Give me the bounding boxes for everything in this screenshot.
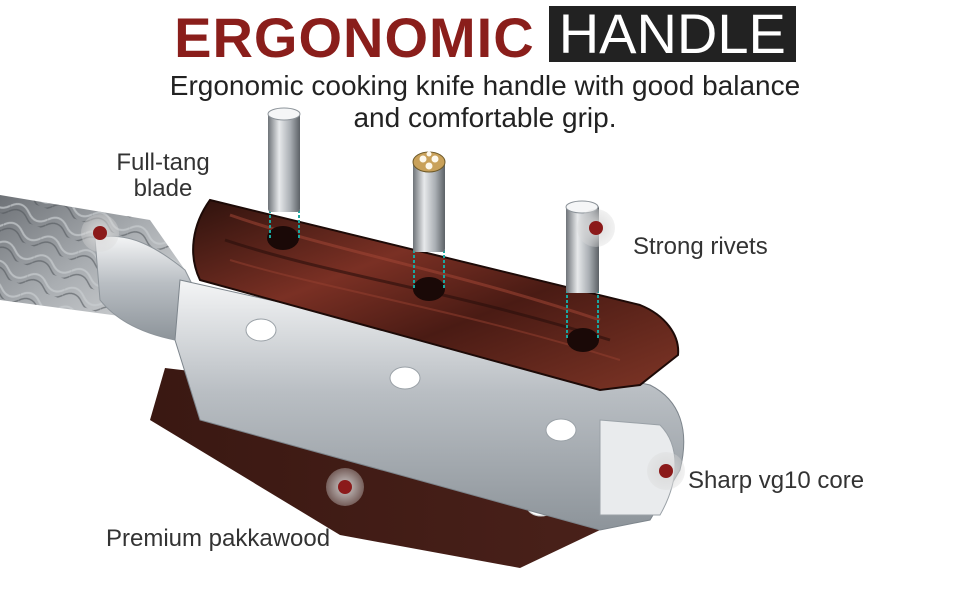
callout-premium-wood: Premium pakkawood <box>106 525 331 552</box>
pakkawood-scale-front <box>192 198 680 392</box>
full-tang-illustration <box>174 279 685 531</box>
subtitle-line-2: and comfortable grip. <box>353 102 617 133</box>
callout-full-tang-line-1: Full-tang <box>116 149 210 176</box>
callout-sharp-core: Sharp vg10 core <box>688 467 865 494</box>
subtitle-line-1: Ergonomic cooking knife handle with good… <box>169 70 801 101</box>
callout-full-tang: Full-tang blade <box>108 150 218 202</box>
callout-full-tang-line-2: blade <box>133 175 193 202</box>
rivet-mosaic-icon <box>413 160 445 252</box>
callout-strong-rivets: Strong rivets <box>633 233 768 260</box>
subtitle: Ergonomic cooking knife handle with good… <box>0 70 970 134</box>
title-ergonomic: ERGONOMIC <box>174 6 535 69</box>
rivet-left-icon <box>268 112 300 212</box>
callout-dot-full-tang <box>81 214 119 252</box>
title-handle-box: HANDLE <box>548 6 796 62</box>
callout-dot-rivets <box>577 209 615 247</box>
callout-dot-wood <box>326 468 364 506</box>
callout-dot-core <box>647 452 685 490</box>
